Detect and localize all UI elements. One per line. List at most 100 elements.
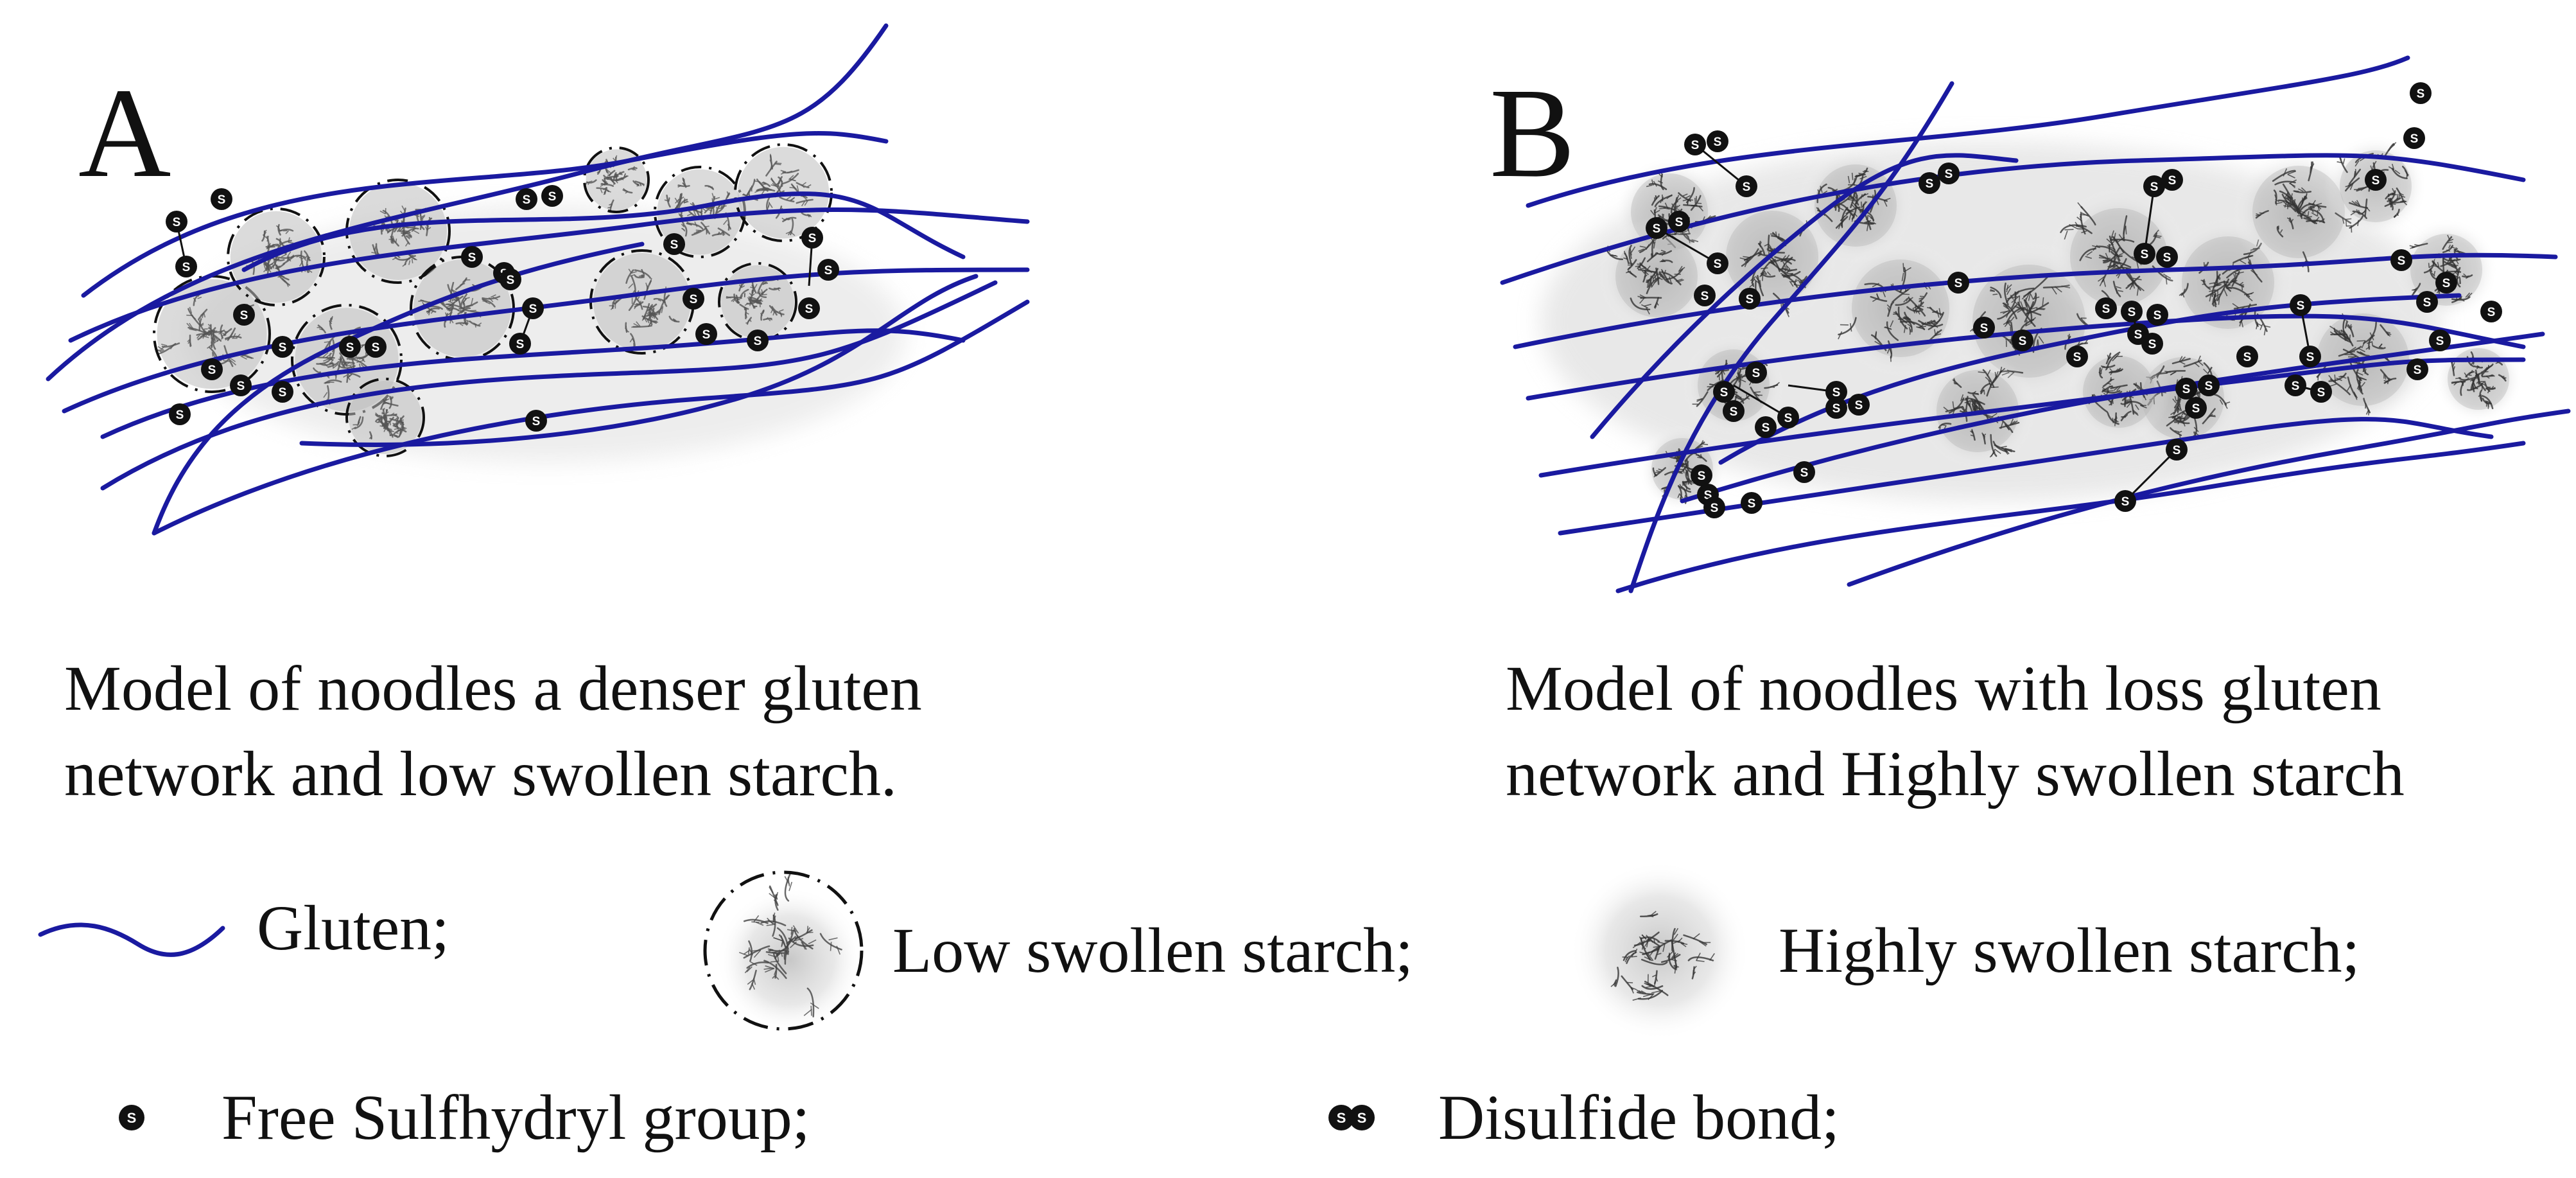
sulfhydryl-group: S: [201, 358, 223, 380]
caption-a: Model of noodles a denser gluten network…: [64, 646, 922, 816]
sulfhydryl-group: S: [522, 297, 544, 319]
sulfhydryl-group: S: [1947, 272, 1969, 294]
highly-swollen-starch-granule: [2048, 186, 2189, 328]
sulfhydryl-group: S: [2365, 169, 2387, 191]
highly-swollen-starch-granule: [2434, 335, 2523, 423]
gluten-strand: [152, 242, 645, 536]
sulfhydryl-group: S: [2012, 330, 2033, 351]
svg-text:S: S: [1752, 367, 1761, 380]
gluten-strand: [62, 267, 1030, 414]
legend-disulfide-bond: S S Disulfide bond;: [1326, 1086, 1840, 1150]
svg-text:S: S: [2487, 306, 2496, 319]
svg-text:S: S: [1675, 216, 1684, 229]
svg-text:S: S: [2398, 254, 2406, 268]
svg-text:S: S: [1926, 177, 1934, 191]
sulfhydryl-group: S: [230, 374, 252, 396]
sulfhydryl-group: S: [1777, 407, 1799, 428]
svg-text:S: S: [1832, 402, 1841, 416]
svg-text:S: S: [1743, 180, 1751, 194]
svg-text:S: S: [2436, 335, 2444, 348]
caption-a-line1: Model of noodles a denser gluten: [64, 653, 922, 724]
sulfhydryl-group: S: [1739, 288, 1761, 310]
sulfhydryl-group: S: [2480, 301, 2502, 322]
svg-text:S: S: [173, 216, 181, 229]
sulfhydryl-group: S: [1793, 461, 1815, 483]
legend-free-sulfhydryl-label: Free Sulfhydryl group;: [222, 1082, 810, 1153]
disulfide-bond-icon: S S: [1328, 1105, 1375, 1130]
sulfhydryl-group: S: [1723, 400, 1745, 422]
sulfhydryl-group: S: [1848, 394, 1870, 416]
svg-text:S: S: [516, 338, 525, 351]
sulfhydryl-group: S: [1825, 381, 1847, 403]
svg-text:S: S: [2163, 251, 2171, 265]
highly-swollen-starch-granule: [2067, 340, 2171, 444]
legend-highly-swollen-starch-label: Highly swollen starch;: [1779, 915, 2360, 986]
sulfhydryl-group: S: [2390, 249, 2412, 271]
sulfhydryl-group: S: [1736, 175, 1757, 197]
svg-text:S: S: [218, 193, 226, 207]
svg-text:S: S: [237, 380, 245, 393]
svg-text:S: S: [2121, 495, 2130, 509]
svg-text:S: S: [468, 251, 476, 265]
legend-disulfide-bond-label: Disulfide bond;: [1438, 1082, 1840, 1153]
svg-text:S: S: [1832, 386, 1841, 400]
svg-text:S: S: [805, 303, 814, 316]
sulfhydryl-group: S: [2121, 301, 2143, 322]
disulfide-bond-line: [1694, 143, 1747, 188]
svg-text:S: S: [2423, 296, 2432, 310]
svg-text:S: S: [2442, 277, 2451, 290]
svg-text:S: S: [279, 386, 287, 400]
svg-text:S: S: [2410, 132, 2419, 146]
disulfide-bond-line: [2143, 186, 2155, 254]
svg-text:S: S: [529, 303, 537, 316]
gluten-strand: [1590, 153, 2019, 439]
svg-text:S: S: [1800, 466, 1809, 480]
caption-b-line2: network and Highly swollen starch: [1506, 738, 2405, 809]
sulfhydryl-group: S: [2095, 297, 2117, 319]
low-swollen-starch-granule: [654, 166, 746, 258]
gluten-strand: [1526, 313, 2526, 401]
svg-text:S: S: [1945, 168, 1953, 181]
sulfhydryl-group: S: [1919, 172, 1940, 194]
caption-b: Model of noodles with loss gluten networ…: [1506, 646, 2405, 816]
svg-text:S: S: [1710, 502, 1719, 515]
svg-text:S: S: [2205, 380, 2213, 393]
svg-text:S: S: [182, 261, 191, 274]
sulfhydryl-group: S: [801, 227, 823, 249]
svg-text:S: S: [240, 309, 248, 322]
svg-text:S: S: [1746, 293, 1754, 306]
sulfhydryl-group: S: [2416, 291, 2438, 313]
svg-text:S: S: [346, 341, 354, 355]
svg-text:S: S: [2154, 309, 2162, 322]
svg-text:S: S: [2150, 180, 2159, 194]
svg-text:S: S: [208, 364, 216, 377]
sulfhydryl-group: S: [272, 336, 293, 358]
sulfhydryl-group: S: [2403, 127, 2425, 149]
svg-text:S: S: [2243, 351, 2252, 364]
sulfhydryl-group: S: [2290, 294, 2311, 316]
legend-highly-swollen-starch: Highly swollen starch;: [1567, 854, 2360, 1047]
sulfhydryl-group: S: [663, 233, 685, 255]
svg-text:S: S: [2128, 306, 2136, 319]
sulfhydryl-group: S: [1741, 492, 1762, 514]
svg-text:S: S: [2102, 303, 2110, 316]
sulfhydryl-group: S: [683, 288, 704, 310]
svg-text:S: S: [2192, 402, 2200, 416]
sulfhydryl-group: S: [2066, 346, 2088, 367]
svg-text:S: S: [2317, 386, 2326, 400]
svg-text:S: S: [1701, 290, 1709, 303]
svg-text:S: S: [127, 1110, 137, 1126]
legend-free-sulfhydryl: S Free Sulfhydryl group;: [116, 1086, 810, 1150]
sulfhydryl-group: S: [1745, 362, 1767, 383]
svg-text:S: S: [372, 341, 380, 355]
svg-text:S: S: [1714, 136, 1722, 149]
highly-swollen-starch-icon: [1570, 861, 1750, 1041]
gluten-strand: [46, 23, 889, 382]
svg-text:S: S: [2019, 335, 2027, 348]
sulfhydryl-group: S: [1973, 317, 1995, 338]
svg-text:S: S: [754, 335, 762, 348]
panel-letter-b: B: [1490, 62, 1576, 204]
gluten-strand: [299, 274, 979, 447]
